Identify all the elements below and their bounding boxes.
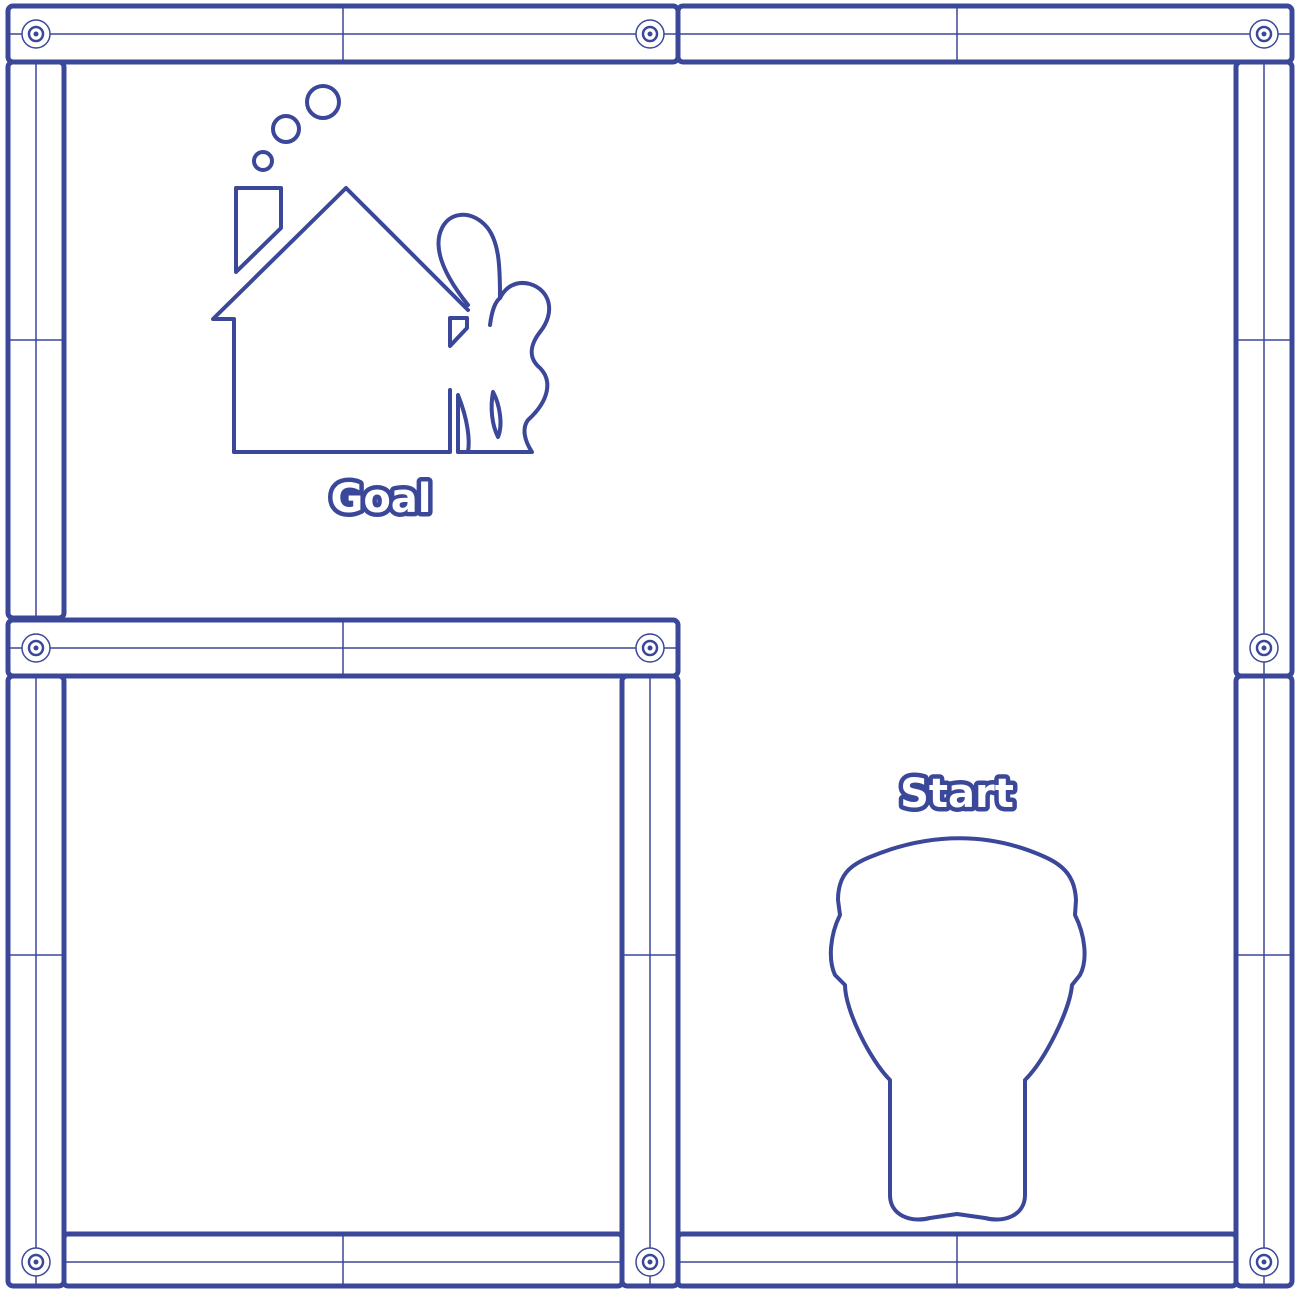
bolt-icon (636, 1248, 664, 1276)
wall-bottom-left (64, 1234, 622, 1286)
wall-top-left (8, 6, 678, 62)
wall-inner-vertical (622, 676, 678, 1286)
robot-head-icon (831, 838, 1085, 1219)
wall-right-lower (1236, 676, 1292, 1286)
bolt-icon (636, 634, 664, 662)
bolt-icon (1250, 634, 1278, 662)
bolt-icon (22, 634, 50, 662)
house-icon (213, 86, 549, 452)
bolt-icon (22, 1248, 50, 1276)
wall-right-upper (1236, 62, 1292, 676)
wall-left-lower (8, 676, 64, 1286)
wall-top-right (678, 6, 1292, 62)
goal-label: Goal (330, 476, 431, 522)
bolt-icon (636, 20, 664, 48)
wall-middle-horizontal (8, 620, 678, 676)
bolt-icon (1250, 1248, 1278, 1276)
wall-bottom-right (678, 1234, 1236, 1286)
start-label: Start (900, 771, 1014, 817)
bolt-icon (1250, 20, 1278, 48)
wall-left-upper (8, 62, 64, 618)
bolt-icon (22, 20, 50, 48)
